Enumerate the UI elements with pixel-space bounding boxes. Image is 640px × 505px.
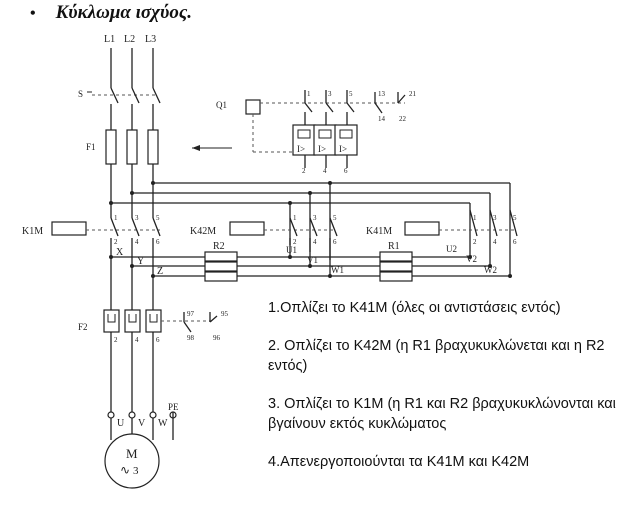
q1-n14: 14 <box>378 115 386 123</box>
f2-n4: 4 <box>135 336 139 344</box>
f2-n95: 95 <box>221 310 229 318</box>
ac-wave-icon: ∿ <box>120 463 130 477</box>
q1-n1: 1 <box>307 90 311 98</box>
f2-n2: 2 <box>114 336 118 344</box>
label-motor-u: U <box>117 418 125 429</box>
label-k1m: K1M <box>22 226 43 237</box>
fuses-f1: F1 <box>86 129 159 218</box>
step-list: 1.Οπλίζει το K41M (όλες οι αντιστάσεις ε… <box>268 298 638 490</box>
q1-n4: 4 <box>323 167 327 175</box>
k41m-n4: 4 <box>493 238 497 246</box>
q1-n13: 13 <box>378 90 386 98</box>
xyz-lines: X Y Z <box>109 247 205 278</box>
motor-label: M <box>126 446 138 461</box>
label-s: S <box>78 89 83 99</box>
k42m-n2: 2 <box>293 238 297 246</box>
trip-icon-1: I> <box>297 144 305 154</box>
step-1: 1.Οπλίζει το K41M (όλες οι αντιστάσεις ε… <box>268 300 561 316</box>
label-k42m: K42M <box>190 226 216 237</box>
q1-n6: 6 <box>344 167 348 175</box>
arrow-icon <box>192 145 232 151</box>
k42m-n4: 4 <box>313 238 317 246</box>
label-f2: F2 <box>78 322 88 332</box>
f2-n98: 98 <box>187 334 195 342</box>
label-l2: L2 <box>124 34 135 45</box>
k1m-n4: 4 <box>135 238 139 246</box>
step-2: 2. Οπλίζει το K42M (η R1 βραχυκυκλώνεται… <box>268 338 605 374</box>
trip-icon-2: I> <box>318 144 326 154</box>
k1m-n5: 5 <box>156 214 160 222</box>
k42m-n3: 3 <box>313 214 317 222</box>
label-f1: F1 <box>86 142 96 152</box>
k41m-n5: 5 <box>513 214 517 222</box>
k1m-n1: 1 <box>114 214 118 222</box>
contactor-k41m: K41M 1 3 5 2 4 6 U2 V2 W2 <box>366 209 518 275</box>
q1-n22: 22 <box>399 115 407 123</box>
label-z: Z <box>157 266 163 277</box>
label-u1: U1 <box>286 245 297 255</box>
k1m-n3: 3 <box>135 214 139 222</box>
f2-n96: 96 <box>213 334 221 342</box>
resistors-r1: R1 <box>379 241 512 282</box>
label-motor-w: W <box>158 418 168 429</box>
f2-n6: 6 <box>156 336 160 344</box>
motor-phases: 3 <box>133 465 139 477</box>
k41m-n6: 6 <box>513 238 517 246</box>
breaker-q1: Q1 1 3 5 I> I> I> <box>216 90 417 175</box>
label-w1: W1 <box>331 265 344 275</box>
phase-lines-top <box>110 48 154 88</box>
label-v1: V1 <box>307 255 318 265</box>
k1m-n2: 2 <box>114 238 118 246</box>
step-4: 4.Απενεργοποιούνται τα K41M και K42M <box>268 454 530 470</box>
heading-title: Κύκλωμα ισχύος. <box>55 2 193 23</box>
main-switch-s: S <box>78 87 161 130</box>
label-r2: R2 <box>213 241 225 252</box>
label-u2: U2 <box>446 244 457 254</box>
k41m-n2: 2 <box>473 238 477 246</box>
label-l1: L1 <box>104 34 115 45</box>
step-3: 3. Οπλίζει το K1M (η R1 και R2 βραχυκυκλ… <box>268 396 616 432</box>
k42m-n6: 6 <box>333 238 337 246</box>
overload-relay-f2: F2 2 4 6 97 95 98 96 <box>78 309 229 412</box>
motor-symbol: M ∿ 3 <box>104 433 160 489</box>
k1m-n6: 6 <box>156 238 160 246</box>
label-q1: Q1 <box>216 100 227 110</box>
k41m-n1: 1 <box>473 214 477 222</box>
label-r1: R1 <box>388 241 400 252</box>
label-y: Y <box>137 256 144 267</box>
label-motor-v: V <box>138 418 146 429</box>
motor-terminals: U V W PE <box>107 402 179 440</box>
trip-icon-3: I> <box>339 144 347 154</box>
f2-n97: 97 <box>187 310 195 318</box>
label-k41m: K41M <box>366 226 392 237</box>
k41m-n3: 3 <box>493 214 497 222</box>
q1-n21: 21 <box>409 90 417 98</box>
q1-n5: 5 <box>349 90 353 98</box>
label-pe: PE <box>168 402 179 412</box>
bullet-icon: • <box>30 5 36 22</box>
q1-n2: 2 <box>302 167 306 175</box>
k42m-n1: 1 <box>293 214 297 222</box>
k42m-n5: 5 <box>333 214 337 222</box>
label-w2: W2 <box>484 265 497 275</box>
section-heading: • Κύκλωμα ισχύος. <box>30 2 192 24</box>
q1-n3: 3 <box>328 90 332 98</box>
label-l3: L3 <box>145 34 156 45</box>
contactor-k1m: K1M 1 3 5 2 4 6 <box>22 214 161 310</box>
label-x: X <box>116 247 124 258</box>
contactor-k42m: K42M 1 3 5 2 4 6 U1 V1 W1 <box>190 214 344 278</box>
label-v2: V2 <box>466 254 477 264</box>
